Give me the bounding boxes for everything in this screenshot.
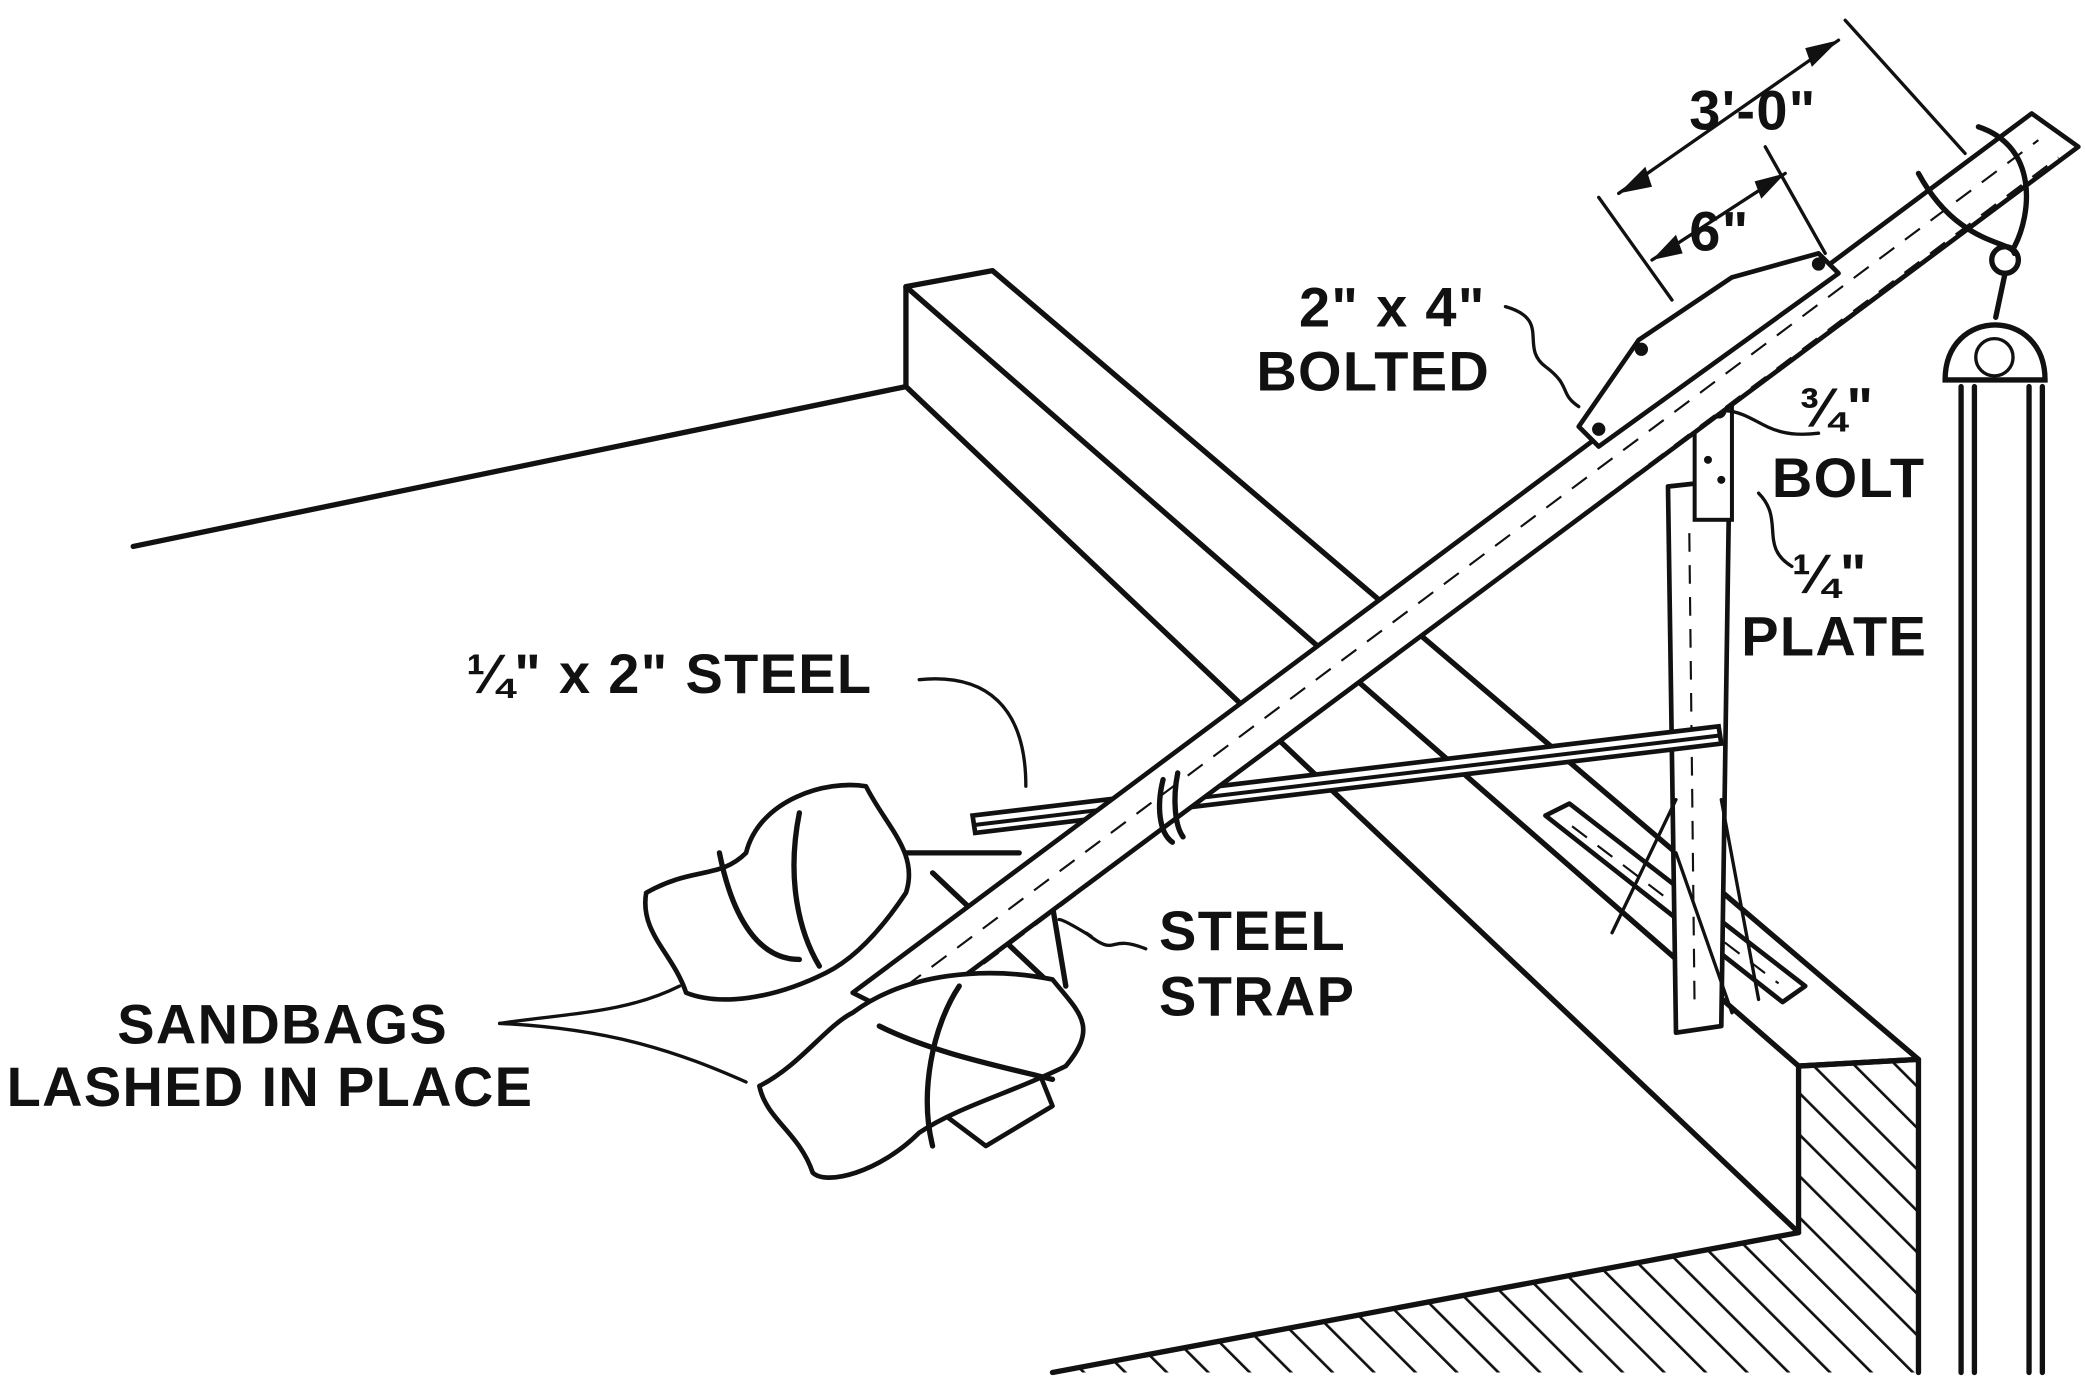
- label-2x4: 2" x 4": [1299, 276, 1486, 339]
- label-steel: STEEL: [1159, 899, 1346, 962]
- label-sandbags: SANDBAGS: [117, 992, 448, 1055]
- bolted-2x4-block: [1576, 251, 1841, 449]
- label-bolted: BOLTED: [1256, 340, 1490, 403]
- outrigger-beam: [850, 111, 2081, 1022]
- label-strap: STRAP: [1159, 964, 1355, 1027]
- pulley: [1942, 244, 2048, 1376]
- label-bolt-size: ¾": [1799, 376, 1875, 439]
- label-steel-bar: ¼" x 2" STEEL: [466, 642, 872, 705]
- sandbags: [642, 782, 1086, 1180]
- dimension-lines: [1597, 18, 1967, 302]
- roof-and-parapet: [130, 268, 1922, 1376]
- label-dimension-6in: 6": [1689, 200, 1749, 263]
- wall-hatch: [1052, 1059, 1919, 1373]
- label-bolt: BOLT: [1772, 446, 1925, 509]
- label-lashed-in-place: LASHED IN PLACE: [7, 1055, 534, 1118]
- leader-lines: [497, 304, 1821, 1084]
- label-dimension-overall: 3'-0": [1689, 78, 1816, 141]
- label-plate: PLATE: [1741, 605, 1927, 668]
- label-plate-size: ¼": [1792, 542, 1868, 605]
- vertical-post: [1610, 477, 1761, 1036]
